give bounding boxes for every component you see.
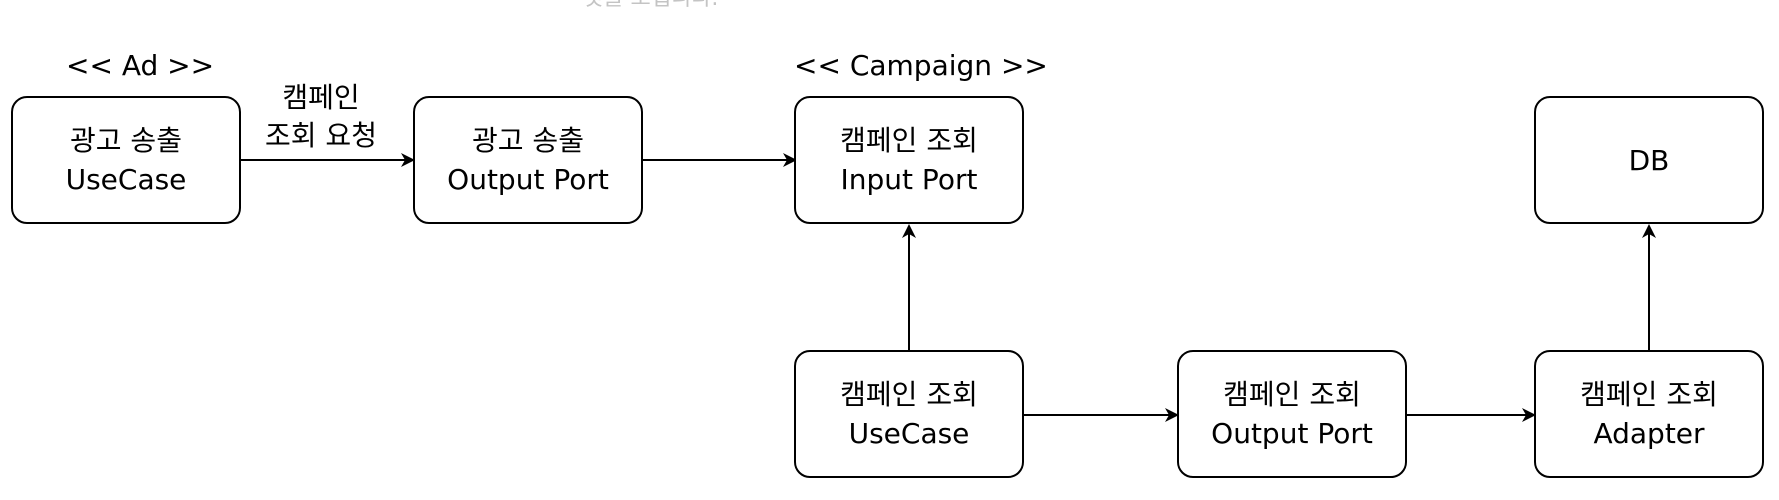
ad-usecase-node: 광고 송출 UseCase [11, 96, 241, 224]
campaign-usecase-node: 캠페인 조회 UseCase [794, 350, 1024, 478]
db-node: DB [1534, 96, 1764, 224]
campaign-adapter-node: 캠페인 조회 Adapter [1534, 350, 1764, 478]
edge-label-line1: 캠페인 [282, 81, 360, 114]
campaign-output-port-line2: Output Port [1211, 417, 1373, 450]
campaign-input-port-line1: 캠페인 조회 [840, 124, 978, 157]
campaign-adapter-line1: 캠페인 조회 [1580, 378, 1718, 411]
ad-usecase-line2: UseCase [65, 163, 187, 196]
ad-stereotype-label: << Ad >> [66, 49, 215, 82]
campaign-usecase-line1: 캠페인 조회 [840, 378, 978, 411]
campaign-output-port-node: 캠페인 조회 Output Port [1177, 350, 1407, 478]
edge-label-line2: 조회 요청 [265, 119, 377, 152]
campaign-usecase-line2: UseCase [848, 417, 970, 450]
campaign-input-port-line2: Input Port [840, 163, 978, 196]
campaign-adapter-line2: Adapter [1593, 417, 1705, 450]
db-label: DB [1628, 143, 1670, 177]
cut-off-caption: 것을 보냅니다. [583, 0, 718, 12]
campaign-stereotype-label: << Campaign >> [794, 49, 1048, 82]
ad-output-port-line1: 광고 송출 [472, 124, 584, 157]
campaign-input-port-node: 캠페인 조회 Input Port [794, 96, 1024, 224]
ad-output-port-node: 광고 송출 Output Port [413, 96, 643, 224]
campaign-output-port-line1: 캠페인 조회 [1223, 378, 1361, 411]
ad-request-edge-label: 캠페인 조회 요청 [256, 79, 386, 155]
ad-usecase-line1: 광고 송출 [70, 124, 182, 157]
ad-output-port-line2: Output Port [447, 163, 609, 196]
